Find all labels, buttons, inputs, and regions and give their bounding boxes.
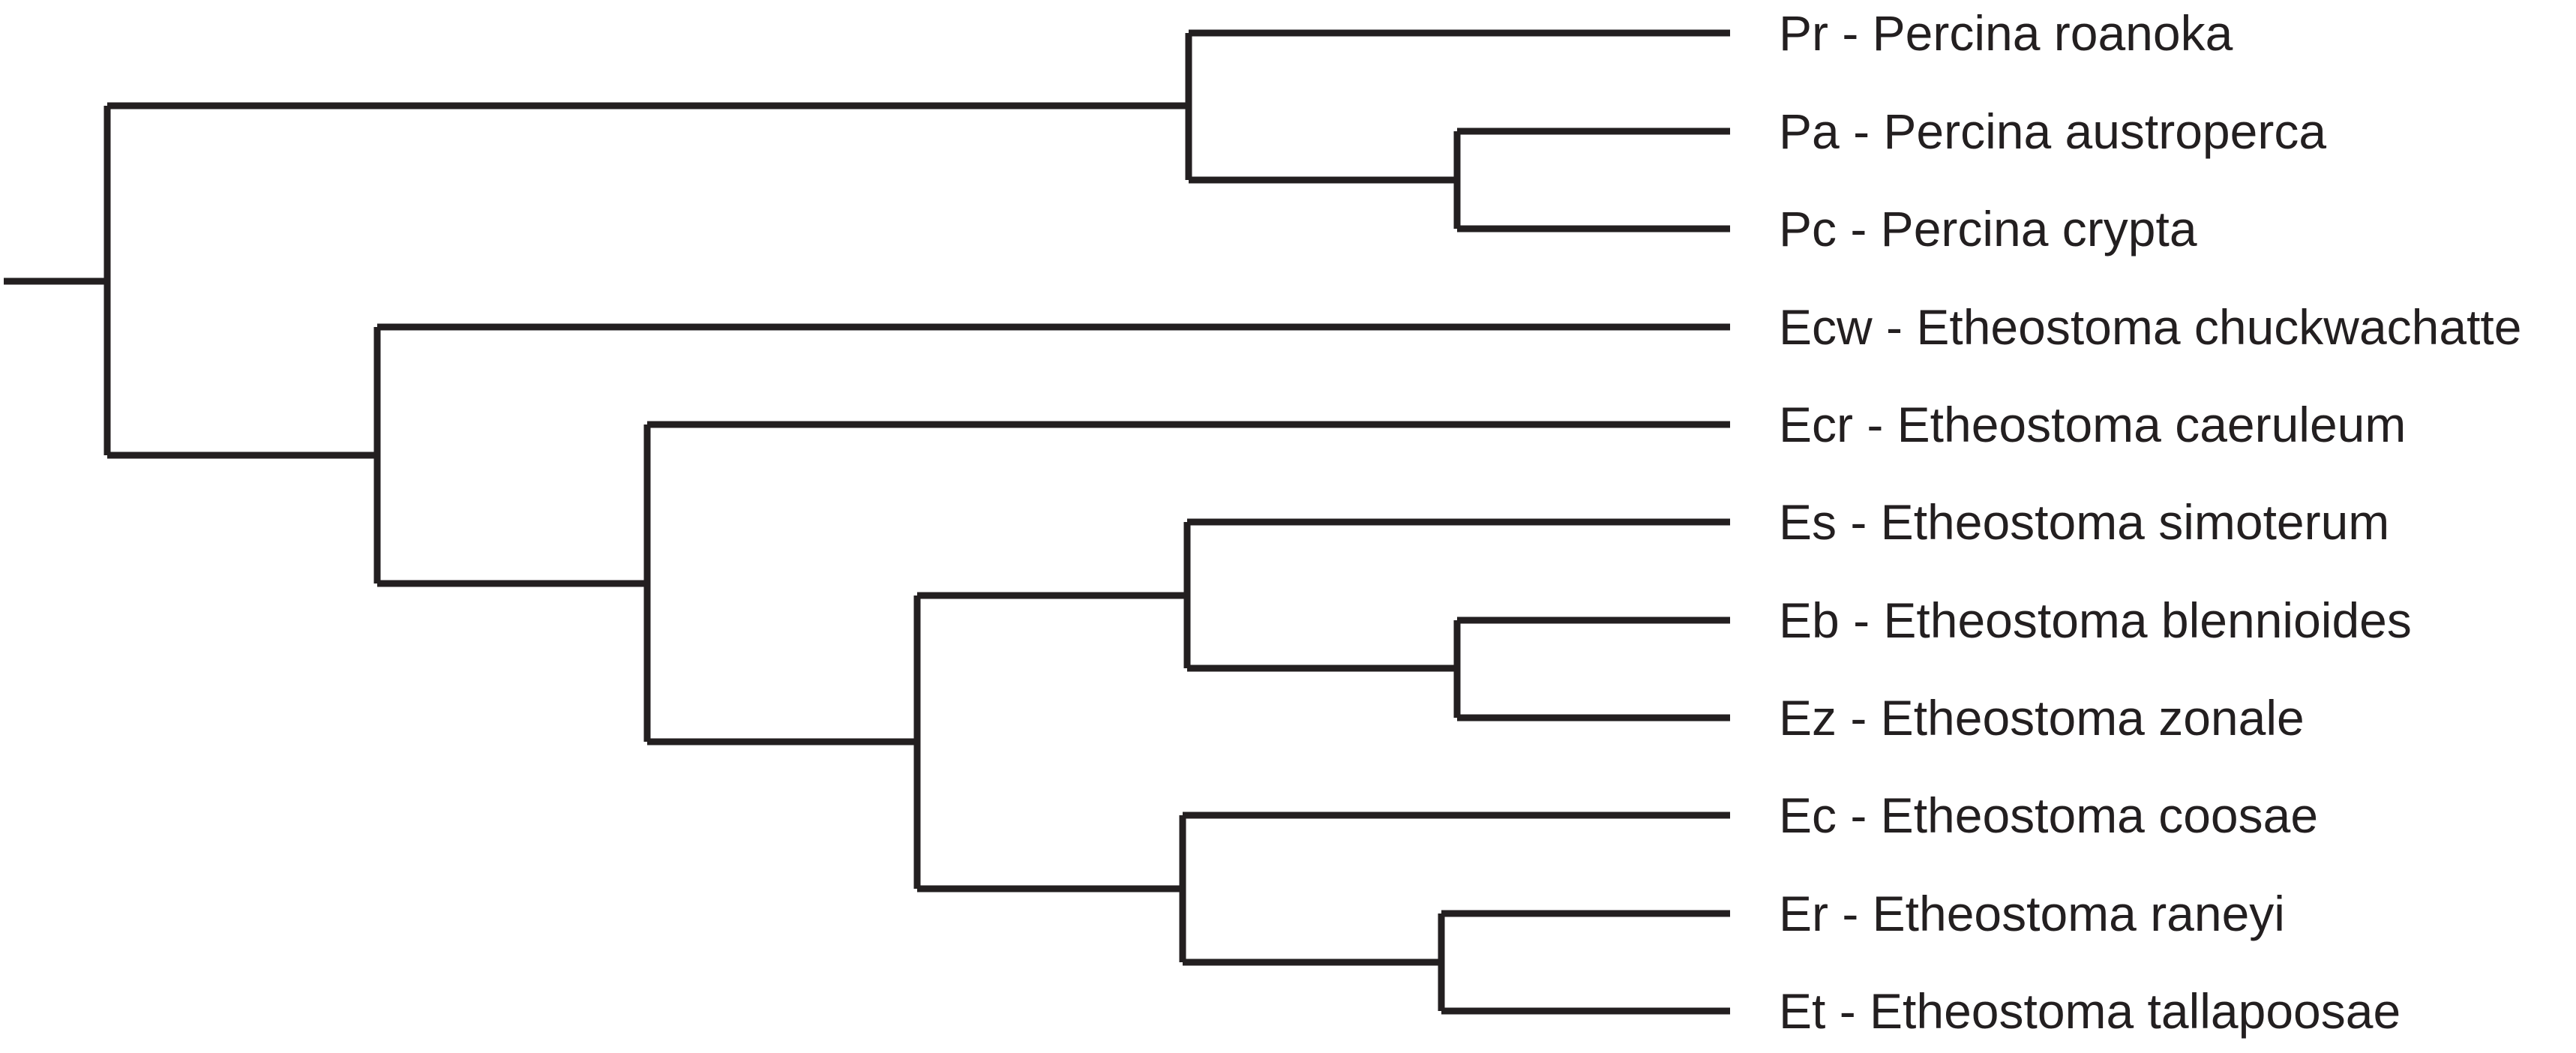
tip-label-et: Et - Etheostoma tallapoosae [1779,983,2401,1039]
tip-label-eb: Eb - Etheostoma blennioides [1779,592,2412,648]
tip-label-pc: Pc - Percina crypta [1779,201,2197,256]
tip-label-es: Es - Etheostoma simoterum [1779,494,2390,550]
tip-label-ecw: Ecw - Etheostoma chuckwachatte [1779,299,2522,355]
tip-label-ez: Ez - Etheostoma zonale [1779,690,2305,746]
tip-label-er: Er - Etheostoma raneyi [1779,886,2285,941]
branch-group [4,29,1730,1015]
tip-label-ec: Ec - Etheostoma coosae [1779,788,2319,843]
tip-label-pa: Pa - Percina austroperca [1779,104,2327,159]
tip-label-ecr: Ecr - Etheostoma caeruleum [1779,397,2407,452]
tip-label-pr: Pr - Percina roanoka [1779,5,2233,61]
